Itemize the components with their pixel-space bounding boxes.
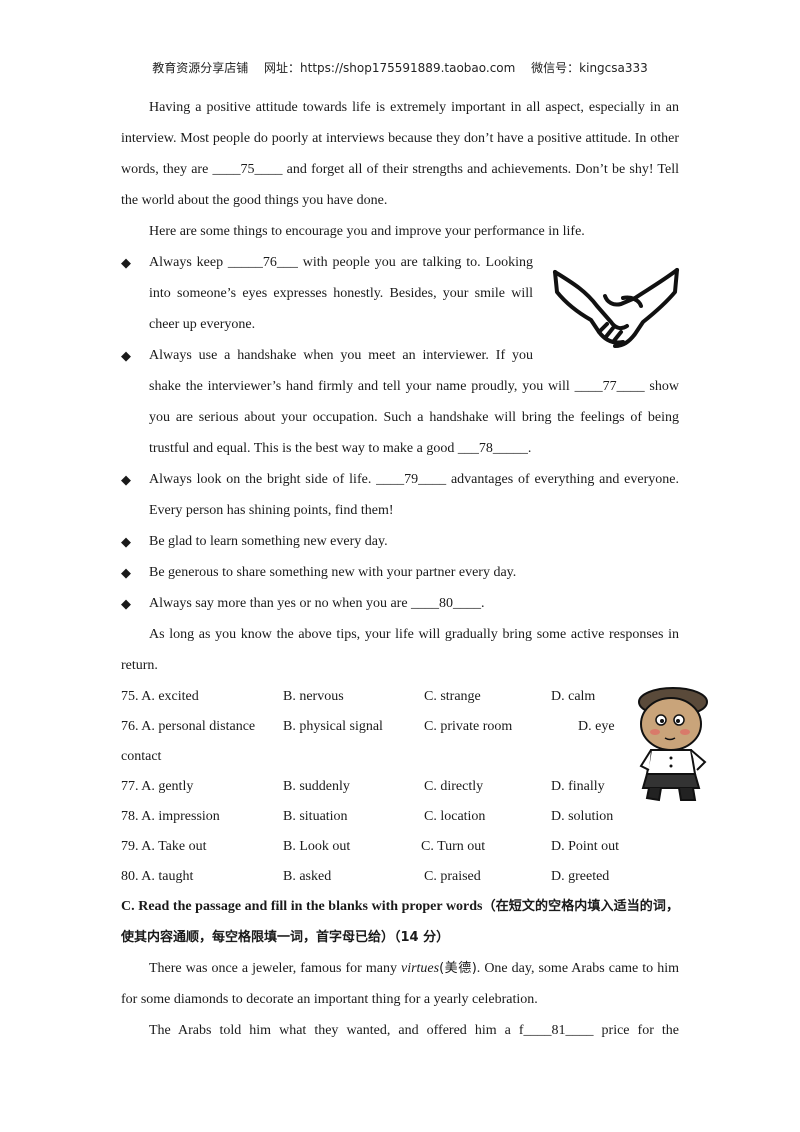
shop-url: 网址：https://shop175591889.taobao.com xyxy=(264,61,516,75)
page-content: Having a positive attitude towards life … xyxy=(121,92,679,1046)
bullet-diamond-icon: ◆ xyxy=(121,472,131,487)
wechat-id: 微信号：kingcsa333 xyxy=(531,61,648,75)
question-row: contact xyxy=(121,749,162,764)
passage-paragraph-2: Here are some things to encourage you an… xyxy=(149,224,585,239)
question-row: 76. A. personal distance B. physical sig… xyxy=(121,719,615,734)
bullet-diamond-icon: ◆ xyxy=(121,255,131,270)
question-row: 79. A. Take out B. Look out C. Turn out … xyxy=(121,839,620,854)
handshake-illustration xyxy=(553,268,679,348)
passage-paragraph-1: Having a positive attitude towards life … xyxy=(121,100,679,208)
boy-illustration xyxy=(638,687,708,802)
page-header: 教育资源分享店铺 网址：https://shop175591889.taobao… xyxy=(0,59,800,76)
section-c-heading: C. Read the passage and fill in the blan… xyxy=(121,899,679,945)
tip-handshake: ◆ Always use a handshake when you meet a… xyxy=(121,340,679,464)
bullet-diamond-icon: ◆ xyxy=(121,534,131,549)
question-row: 75. A. excited B. nervous C. strange D. … xyxy=(121,689,596,704)
bullet-diamond-icon: ◆ xyxy=(121,565,131,580)
bullet-diamond-icon: ◆ xyxy=(121,348,131,363)
tip-eye-contact: ◆ Always keep _____76___ with people you… xyxy=(121,247,533,340)
tip-say-more: ◆ Always say more than yes or no when yo… xyxy=(121,588,679,619)
passage-c-paragraph-2: The Arabs told him what they wanted, and… xyxy=(149,1023,679,1038)
question-row: 80. A. taught B. asked C. praised D. gre… xyxy=(121,869,610,884)
passage-paragraph-3: As long as you know the above tips, your… xyxy=(121,627,679,673)
passage-c-paragraph-1: There was once a jeweler, famous for man… xyxy=(121,961,679,1007)
tip-bright-side: ◆ Always look on the bright side of life… xyxy=(121,464,679,526)
shop-name: 教育资源分享店铺 xyxy=(152,61,249,75)
tip-share: ◆ Be generous to share something new wit… xyxy=(121,557,679,588)
tip-learn: ◆ Be glad to learn something new every d… xyxy=(121,526,679,557)
question-row: 78. A. impression B. situation C. locati… xyxy=(121,809,614,824)
question-options: 75. A. excited B. nervous C. strange D. … xyxy=(121,681,679,891)
bullet-diamond-icon: ◆ xyxy=(121,596,131,611)
question-row: 77. A. gently B. suddenly C. directly D.… xyxy=(121,779,605,794)
